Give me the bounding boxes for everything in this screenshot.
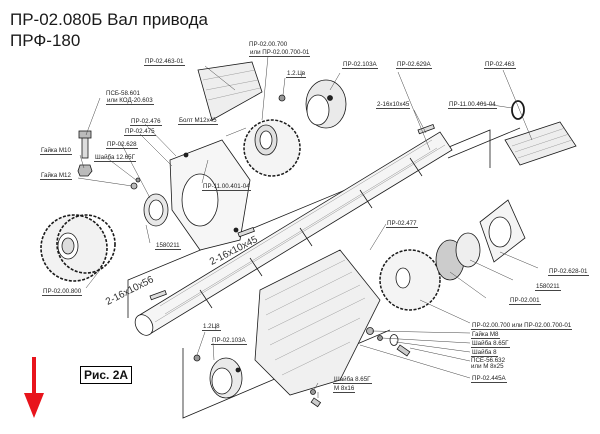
top-bearing-housing (305, 79, 347, 129)
top-sprocket (243, 119, 301, 177)
callout-chain-bottom: 1.2Ц8 (202, 323, 221, 331)
callout-key-2-16x10x45: 2-16х10х45 (376, 101, 411, 109)
callout-pr-02-00-800: ПР-02.00.800 (42, 288, 83, 296)
lower-bearing-housing (209, 357, 243, 399)
callout-bearing-1580211-right: 1580211 (535, 283, 561, 291)
callout-pse-bolt-a: ПСБ-58.601 (106, 90, 140, 97)
callout-nut-m8: Гайка М8 (471, 331, 500, 339)
top-shield-right (504, 121, 577, 166)
callout-nut-m12: Гайка М12 (40, 172, 72, 180)
drive-shaft (134, 131, 453, 336)
left-double-sprocket (40, 214, 116, 282)
chain-link-bottom (193, 354, 201, 362)
key-lower (149, 290, 167, 301)
callout-pr-02-476: ПР-02.476 (130, 118, 162, 126)
right-sprocket (379, 249, 441, 311)
callout-pr-02-103a-top: ПР-02.103А (342, 61, 378, 69)
callout-pr-02-445a: ПР-02.445А (471, 375, 507, 383)
callout-pse-bolt2-b: или М 8х25 (471, 363, 504, 370)
top-shield-left (197, 61, 263, 121)
callout-pr-11-00-401-04-right: ПР-11.00.401-04 (448, 101, 497, 109)
callout-nut-m10: Гайка М10 (40, 147, 72, 155)
key-middle (237, 227, 255, 238)
callout-bolt-m8x16: М 8х16 (333, 385, 356, 393)
retaining-ring-right (511, 100, 525, 120)
callout-pse-bolt-b: или КОД-20.603 (106, 97, 154, 105)
callout-pr-02-477: ПР-02.477 (386, 220, 418, 228)
chain-link-top (278, 94, 286, 102)
callout-pse-bolt2-a: ПСЕ-56.632 (471, 357, 506, 364)
page-title: ПР-02.080Б Вал привода (10, 10, 208, 29)
guide-plane-upper (127, 129, 491, 318)
right-bearing-housing (479, 199, 526, 263)
callout-bearing-1580211-left: 1580211 (155, 242, 181, 250)
lower-shield (254, 249, 381, 396)
down-arrow-icon (24, 357, 44, 418)
page-subtitle: ПРФ-180 (10, 31, 81, 50)
guide-plane-right (447, 127, 521, 159)
callout-pr-02-103a-bottom: ПР-02.103А (211, 337, 247, 345)
callout-washer-8-65g-right: Шайба 8.65Г (471, 340, 510, 348)
figure-label: Рис. 2А (80, 366, 133, 384)
callout-pr-02-628-01: ПР-02.628-01 (548, 268, 589, 276)
callout-washer-12-65g: Шайба 12.65Г (94, 154, 136, 162)
callout-pr-02-001: ПР-02.001 (509, 297, 541, 305)
callout-sprocket-top-a: ПР-02.00.700 (249, 41, 288, 48)
callout-sprocket-bottom: ПР-02.00.700 или ПР-02.00.700-01 (471, 322, 573, 330)
callout-pr-02-629a: ПР-02.629А (396, 61, 432, 69)
callout-pr-02-463-01: ПР-02.463-01 (144, 58, 185, 66)
key-top (417, 124, 435, 135)
left-bearing-housing (143, 139, 251, 251)
callout-pr-02-628: ПР-02.628 (106, 141, 138, 149)
callout-pr-11-00-401-04-left: ПР-11.00.401-04 (202, 183, 251, 191)
left-bolt-and-nuts (77, 130, 141, 190)
lower-hardware (310, 327, 411, 408)
callout-sprocket-top-b: или ПР-02.00.700-01 (249, 49, 311, 57)
callout-pr-02-463: ПР-02.463 (484, 61, 516, 69)
callout-chain-top: 1.2.Цв (286, 70, 307, 78)
right-bearing (435, 232, 481, 281)
callout-washer-8-65g-bottom: Шайба 8.65Г (333, 376, 372, 384)
callout-bolt-m12x45: Болт М12х45 (178, 117, 218, 125)
callout-pr-02-475: ПР-02.475 (124, 128, 156, 136)
leader-lines (77, 55, 539, 398)
callout-washer-8: Шайба 8 (471, 349, 498, 357)
